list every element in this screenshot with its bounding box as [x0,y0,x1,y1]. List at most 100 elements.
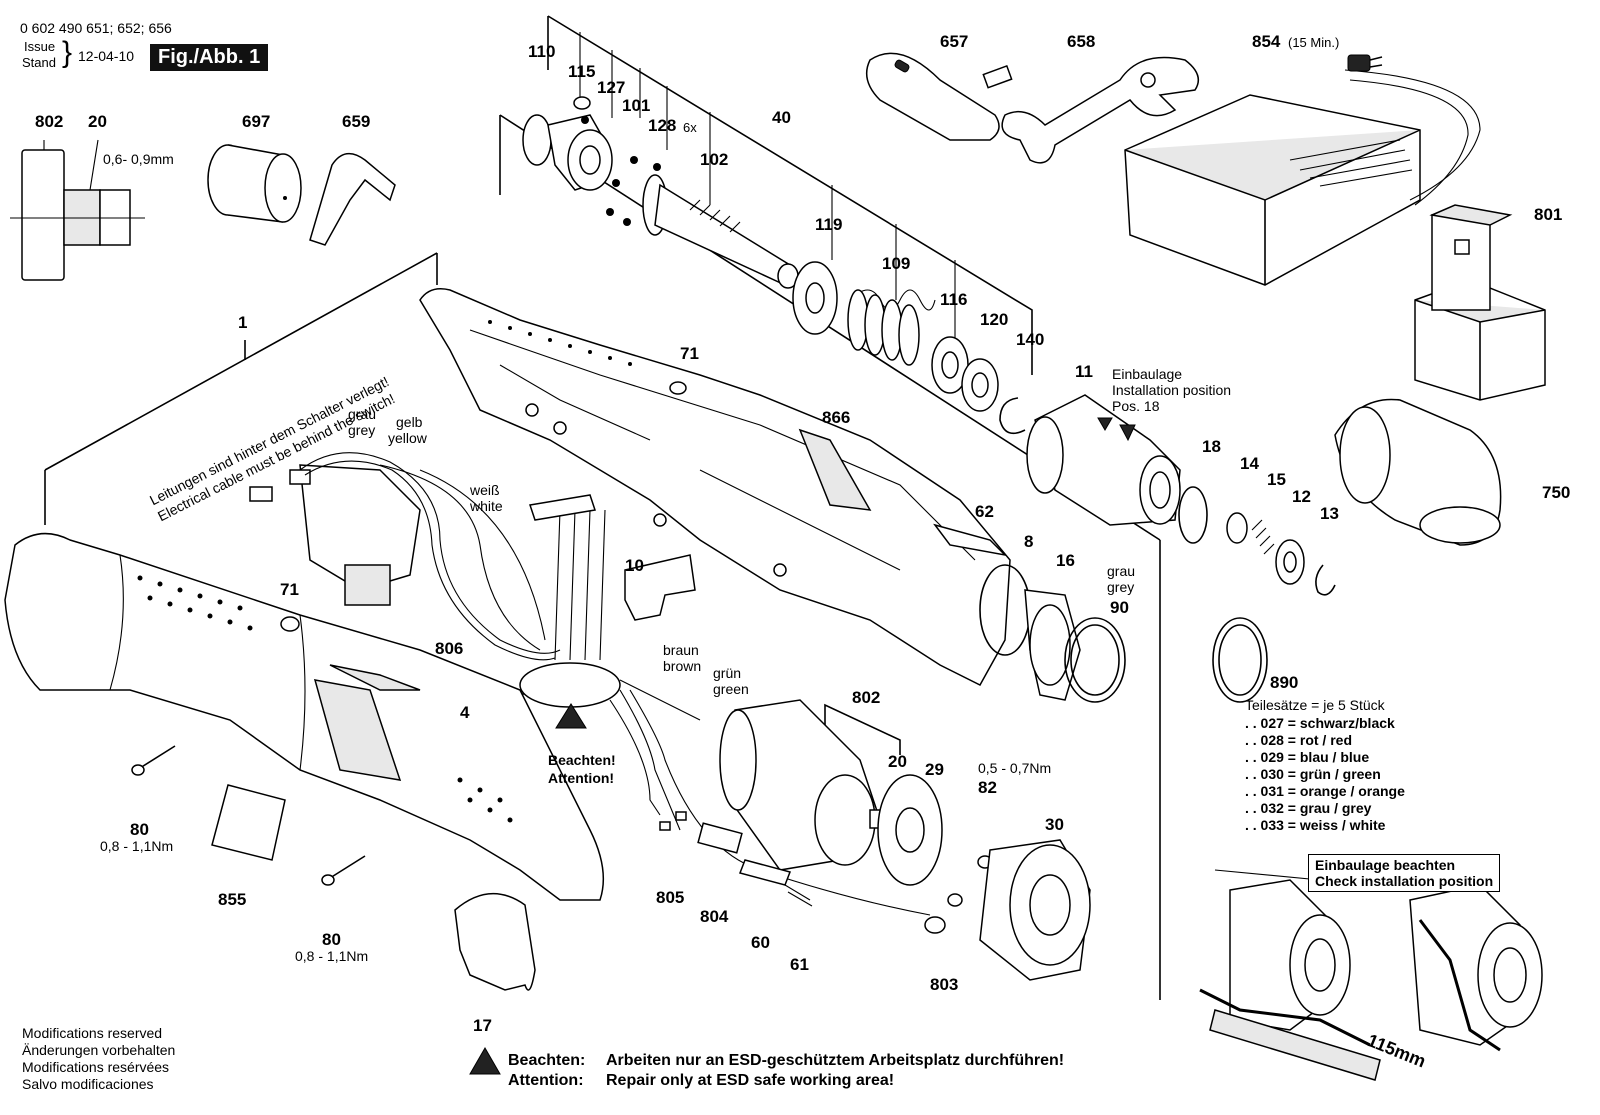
part-label-806: 806 [435,639,464,658]
figure-badge: Fig./Abb. 1 [150,44,269,71]
part-label-4: 4 [460,703,470,722]
torque-80-left: 0,8 - 1,1Nm [100,838,174,854]
part-label-60: 60 [751,933,770,952]
part-label-13: 13 [1320,504,1339,523]
part-label-128: 128 [648,116,677,135]
modifications-en: Modifications reserved [22,1025,163,1041]
part-label-80-left: 80 [130,820,149,839]
modifications-de: Änderungen vorbehalten [22,1042,176,1058]
part-number-header: 0 602 490 651; 652; 656 [20,20,172,36]
modifications-fr: Modifications resérvées [22,1059,170,1075]
torque-80-bottom: 0,8 - 1,1Nm [295,948,369,964]
part-label-29: 29 [925,760,944,779]
esd-warning-triangle-wiring [555,703,587,729]
part-62-cover [933,523,1008,557]
part-label-120: 120 [980,310,1009,329]
part-label-890: 890 [1270,673,1299,692]
part-label-16: 16 [1056,551,1075,570]
part-10-bracket [624,554,696,621]
part-label-802-motor: 802 [852,688,881,707]
part-label-802-top: 802 [35,112,64,131]
part-label-30: 30 [1045,815,1064,834]
part-label-110: 110 [528,42,556,61]
wire-color-weiss: weiß [470,482,500,498]
esd-note-de-label: Beachten: [508,1052,586,1069]
part-label-697: 697 [242,112,271,131]
part-label-12: 12 [1292,487,1311,506]
part-label-82: 82 [978,778,997,797]
wire-color-grau: grau [348,406,377,422]
part-label-101: 101 [622,96,651,115]
part-11-output-shaft [1026,394,1181,526]
kit-title: Teilesätze = je 5 Stück [1245,697,1385,713]
part-29-plate [877,774,943,886]
part-659-clip [309,152,396,246]
part-label-109: 109 [882,254,911,273]
part-140-circlip [999,397,1026,435]
part-label-115: 115 [568,62,596,81]
vent-dots-handle [137,575,513,823]
part-109-spring [847,289,936,366]
issue-label: Issue [24,39,56,54]
wire-color-braun: braun [663,642,699,658]
part-label-71-handle: 71 [280,580,299,599]
part-802-motor-side-view [10,139,145,281]
part-label-801: 801 [1534,205,1563,224]
part-label-659: 659 [342,112,371,131]
torque-82: 0,5 - 0,7Nm [978,760,1052,776]
kit-item: . . 027 = schwarz/black [1245,715,1395,731]
part-label-102: 102 [700,150,729,169]
vent-dots-866 [488,320,632,366]
part-label-8: 8 [1024,532,1034,551]
part-18-to-13-small-parts [1178,486,1336,596]
stand-label: Stand [22,55,56,70]
kit-item: . . 029 = blau / blue [1245,749,1370,765]
part-label-804: 804 [700,907,729,926]
part-label-658: 658 [1067,32,1096,51]
wire-color-gruen: grün [713,665,742,681]
part-17-shell [454,893,536,991]
wire-color-white: white [470,498,503,514]
pos18-label: Pos. 18 [1112,398,1160,414]
wire-color-green: green [713,681,749,697]
issue-brace: } [62,36,73,69]
kit-item: . . 033 = weiss / white [1245,817,1386,833]
kit-item: . . 030 = grün / green [1245,766,1381,782]
part-1-handle-housing [4,532,605,901]
wire-color-yellow: yellow [388,430,427,446]
issue-date: 12-04-10 [78,48,135,64]
group-bracket-802 [824,703,901,755]
part-801-battery [1414,204,1546,401]
install-note-en: Check installation position [1315,873,1494,890]
part-71-screw-cap-top [669,381,687,395]
part-label-119: 119 [815,215,843,234]
part-label-17: 17 [473,1016,492,1035]
part-label-1: 1 [238,313,248,332]
part-switch-assembly [249,464,421,606]
part-110-chuck-assembly [522,96,661,226]
part-90-ring [1064,617,1126,703]
part-697-cap [207,144,302,223]
part-qty-128: 6x [683,120,697,135]
part-102-spindle [642,174,799,289]
modifications-es: Salvo modificaciones [22,1076,154,1092]
part-label-750: 750 [1542,483,1571,502]
esd-note-de-text: Arbeiten nur an ESD-geschütztem Arbeitsp… [606,1052,1065,1069]
esd-warning-triangle-footer [469,1046,501,1075]
wire-color-grey-ring: grey [1107,579,1135,595]
install-arrow-pos18 [1097,417,1113,431]
part-label-18: 18 [1202,437,1221,456]
part-label-14: 14 [1240,454,1259,473]
part-750-angle-head-cap [1334,398,1502,546]
kit-item: . . 032 = grau / grey [1245,800,1372,816]
part-16-collar [1024,589,1081,701]
kit-item: . . 028 = rot / red [1245,732,1352,748]
part-120-bearing [961,358,999,412]
part-658-wrench [1001,56,1200,164]
part-label-854: 854 [1252,32,1281,51]
part-657-t-handle-key [865,52,1013,141]
part-label-127: 127 [597,78,626,97]
part-890-seal-ring [1212,617,1268,703]
